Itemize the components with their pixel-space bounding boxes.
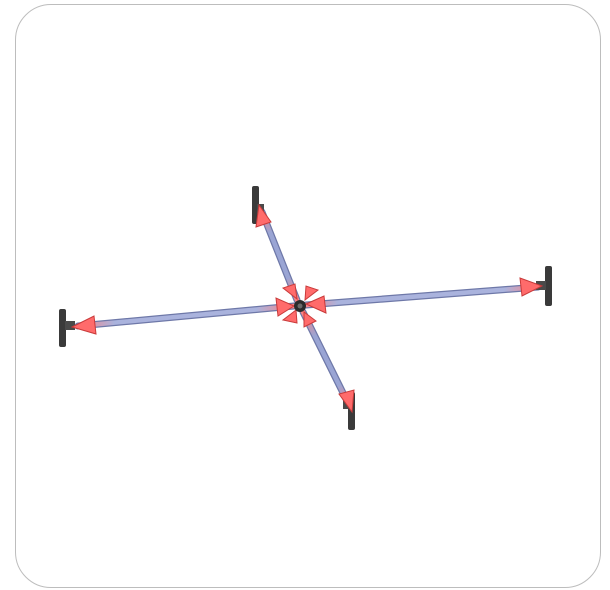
support-plate-icon	[59, 309, 75, 347]
center-node-icon	[294, 300, 306, 312]
force-arrow-icon	[520, 278, 542, 296]
member-west	[78, 306, 294, 326]
force-arrow-icon	[72, 316, 96, 334]
member-south	[303, 312, 349, 405]
member-east	[306, 287, 538, 305]
